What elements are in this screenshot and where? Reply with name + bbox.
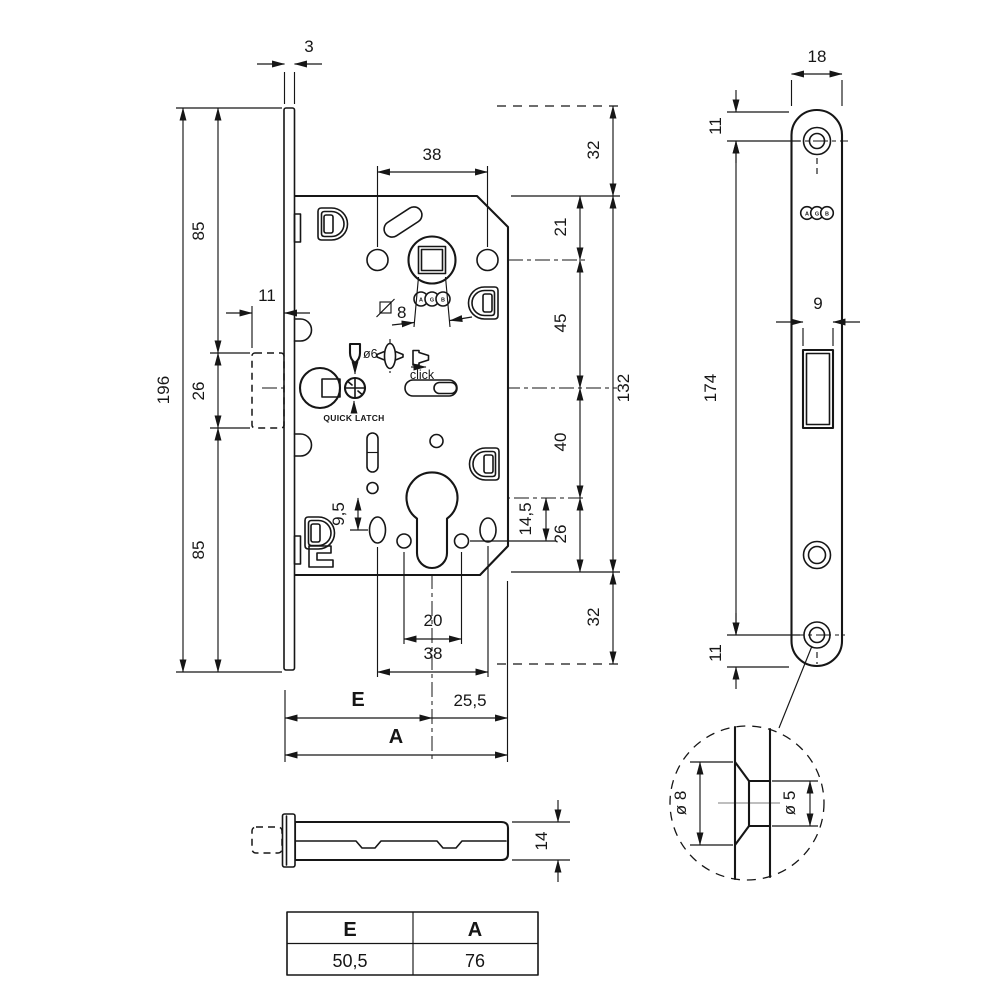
fp-screw-hole-top bbox=[802, 126, 832, 156]
countersink-profile bbox=[733, 725, 772, 881]
quick-latch-label: QUICK LATCH bbox=[323, 413, 384, 423]
strip-tab-top bbox=[293, 213, 302, 243]
screw-hole-right bbox=[476, 248, 499, 272]
screw-hole-left bbox=[366, 248, 389, 272]
latch-hub-square bbox=[321, 378, 341, 398]
side-view: 14 bbox=[251, 800, 570, 882]
dim-85-top-label: 85 bbox=[189, 222, 208, 241]
oval-hole-right bbox=[479, 517, 497, 543]
small-hole bbox=[366, 481, 379, 495]
latch-bolt-dashed bbox=[251, 352, 285, 429]
dim-dia6-label: ø6 bbox=[363, 347, 378, 361]
wing-adjuster bbox=[376, 339, 404, 373]
dim-9-label: 9 bbox=[813, 294, 822, 313]
dim-26-left-label: 26 bbox=[189, 382, 208, 401]
dim-85-bottom-label: 85 bbox=[189, 541, 208, 560]
agb-letter-g: G bbox=[430, 298, 434, 304]
small-hole-2 bbox=[429, 433, 444, 449]
table-header-E: E bbox=[343, 919, 356, 941]
dim-18-label: 18 bbox=[808, 47, 827, 66]
front-view-lock-body: A G B 8 bbox=[251, 107, 617, 762]
latch-hub-circle bbox=[298, 366, 342, 410]
dim-174-label: 174 bbox=[701, 374, 720, 402]
dim-40-label: 40 bbox=[551, 433, 570, 452]
side-cover-profile bbox=[294, 840, 507, 849]
fp-screw-hole-bottom bbox=[803, 621, 831, 649]
dim-196-label: 196 bbox=[154, 376, 173, 404]
dim-11-left-label: 11 bbox=[258, 286, 276, 305]
cyl-screw-left bbox=[396, 533, 412, 549]
strip-hook-upper bbox=[293, 318, 313, 342]
spindle-hub bbox=[407, 235, 457, 285]
dim-14-label: 14 bbox=[532, 832, 551, 851]
agb-letter-a: A bbox=[419, 298, 423, 304]
clip-right-upper bbox=[467, 286, 499, 320]
dim-11-fp-top-label: 11 bbox=[706, 117, 725, 135]
latch-dashed-side bbox=[251, 826, 283, 854]
cyl-screw-right bbox=[453, 533, 470, 549]
dim-11-fp-bottom-label: 11 bbox=[706, 644, 725, 662]
clip-right-lower bbox=[468, 447, 500, 481]
agb-logo: A G B bbox=[413, 291, 451, 307]
dim-square8-label: 8 bbox=[397, 303, 406, 322]
dim-45-label: 45 bbox=[551, 314, 570, 333]
dim-dia8-detail-label: ø 8 bbox=[671, 791, 690, 816]
latch-spring-slot bbox=[383, 206, 423, 238]
detail-circle bbox=[669, 725, 825, 881]
dim-25-5-label: 25,5 bbox=[453, 691, 486, 710]
fp-latch-opening bbox=[801, 348, 835, 430]
strip-hook-lower bbox=[293, 433, 313, 457]
dim-A-label: A bbox=[389, 726, 403, 748]
detail-leader-line bbox=[778, 645, 813, 729]
euro-cylinder-hole bbox=[405, 471, 459, 569]
click-label: click bbox=[410, 368, 435, 382]
svg-text:G: G bbox=[815, 212, 819, 218]
side-faceplate bbox=[281, 813, 296, 868]
quick-latch-screw bbox=[343, 376, 367, 400]
front-view-dimensions: 3 38 85 26 85 196 11 32 bbox=[154, 37, 633, 762]
dim-32-top-label: 32 bbox=[584, 141, 603, 160]
dim-E-label: E bbox=[351, 689, 364, 711]
faceplate-strip bbox=[283, 107, 296, 671]
fp-agb-logo: A G B bbox=[799, 205, 835, 221]
bracket-tab bbox=[308, 545, 334, 568]
table-value-E: 50,5 bbox=[332, 951, 367, 971]
dim-21-label: 21 bbox=[551, 218, 570, 237]
oval-hole-left bbox=[368, 516, 387, 544]
dim-9-5-label: 9,5 bbox=[329, 502, 348, 526]
square-section-icon bbox=[376, 298, 395, 318]
dim-26-right-label: 26 bbox=[551, 525, 570, 544]
dim-dia5-detail-label: ø 5 bbox=[780, 791, 799, 816]
countersink-detail: ø 8 ø 5 bbox=[669, 725, 825, 881]
dim-3-label: 3 bbox=[304, 37, 313, 56]
svg-text:B: B bbox=[825, 212, 829, 218]
agb-letter-b: B bbox=[441, 298, 445, 304]
strip-tab-bottom bbox=[293, 535, 302, 565]
fp-mid-hole bbox=[802, 540, 832, 570]
dim-14-5-label: 14,5 bbox=[516, 502, 535, 535]
faceplate-outline bbox=[790, 108, 844, 668]
dim-38-top-label: 38 bbox=[423, 145, 442, 164]
table-value-A: 76 bbox=[465, 951, 485, 971]
dim-32-bottom-label: 32 bbox=[584, 608, 603, 627]
svg-text:A: A bbox=[805, 212, 809, 218]
table-header-A: A bbox=[468, 919, 482, 941]
clip-bottom-left bbox=[304, 516, 336, 550]
faceplate-view: A G B 18 11 174 11 bbox=[701, 47, 860, 729]
dim-20-label: 20 bbox=[424, 611, 443, 630]
dimensions-table: E A 50,5 76 bbox=[286, 911, 539, 976]
dim-38-bottom-label: 38 bbox=[424, 644, 443, 663]
dim-square-8: 8 bbox=[376, 276, 473, 328]
adjust-slot-inner bbox=[433, 381, 458, 395]
click-lever: click bbox=[410, 349, 435, 382]
dim-132-label: 132 bbox=[614, 374, 633, 402]
clip-top-left bbox=[317, 207, 349, 241]
